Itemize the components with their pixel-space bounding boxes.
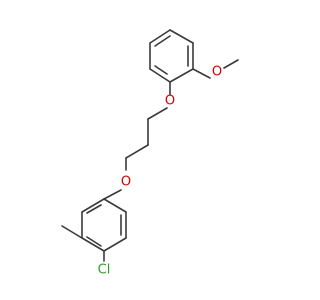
bond [125, 144, 149, 159]
bond [81, 237, 105, 252]
bottom-benzene-ring [81, 198, 127, 252]
double-bond-inner [86, 204, 102, 214]
bond [103, 237, 127, 252]
lower-ether-oxygen-label: O [121, 175, 131, 190]
bond [149, 29, 171, 44]
top-benzene-ring [149, 29, 194, 83]
bond [81, 198, 105, 213]
bond [103, 189, 122, 200]
bond [61, 225, 83, 239]
upper-ether-oxygen-label: O [165, 94, 175, 109]
bond [223, 59, 239, 69]
structure-canvas: O O O Cl [61, 29, 239, 278]
double-bond-inner [86, 236, 102, 247]
bond [192, 68, 211, 79]
bond [169, 68, 194, 83]
bond [147, 107, 168, 120]
double-bond-inner [154, 65, 168, 75]
butyl-chain [125, 107, 168, 171]
molecule-diagram: O O O Cl [61, 29, 239, 278]
bond [149, 68, 171, 83]
bond [103, 198, 127, 213]
double-bond-inner [154, 35, 171, 47]
bond [169, 29, 194, 44]
methoxy-oxygen-label: O [212, 65, 222, 80]
chlorine-label: Cl [98, 263, 111, 278]
